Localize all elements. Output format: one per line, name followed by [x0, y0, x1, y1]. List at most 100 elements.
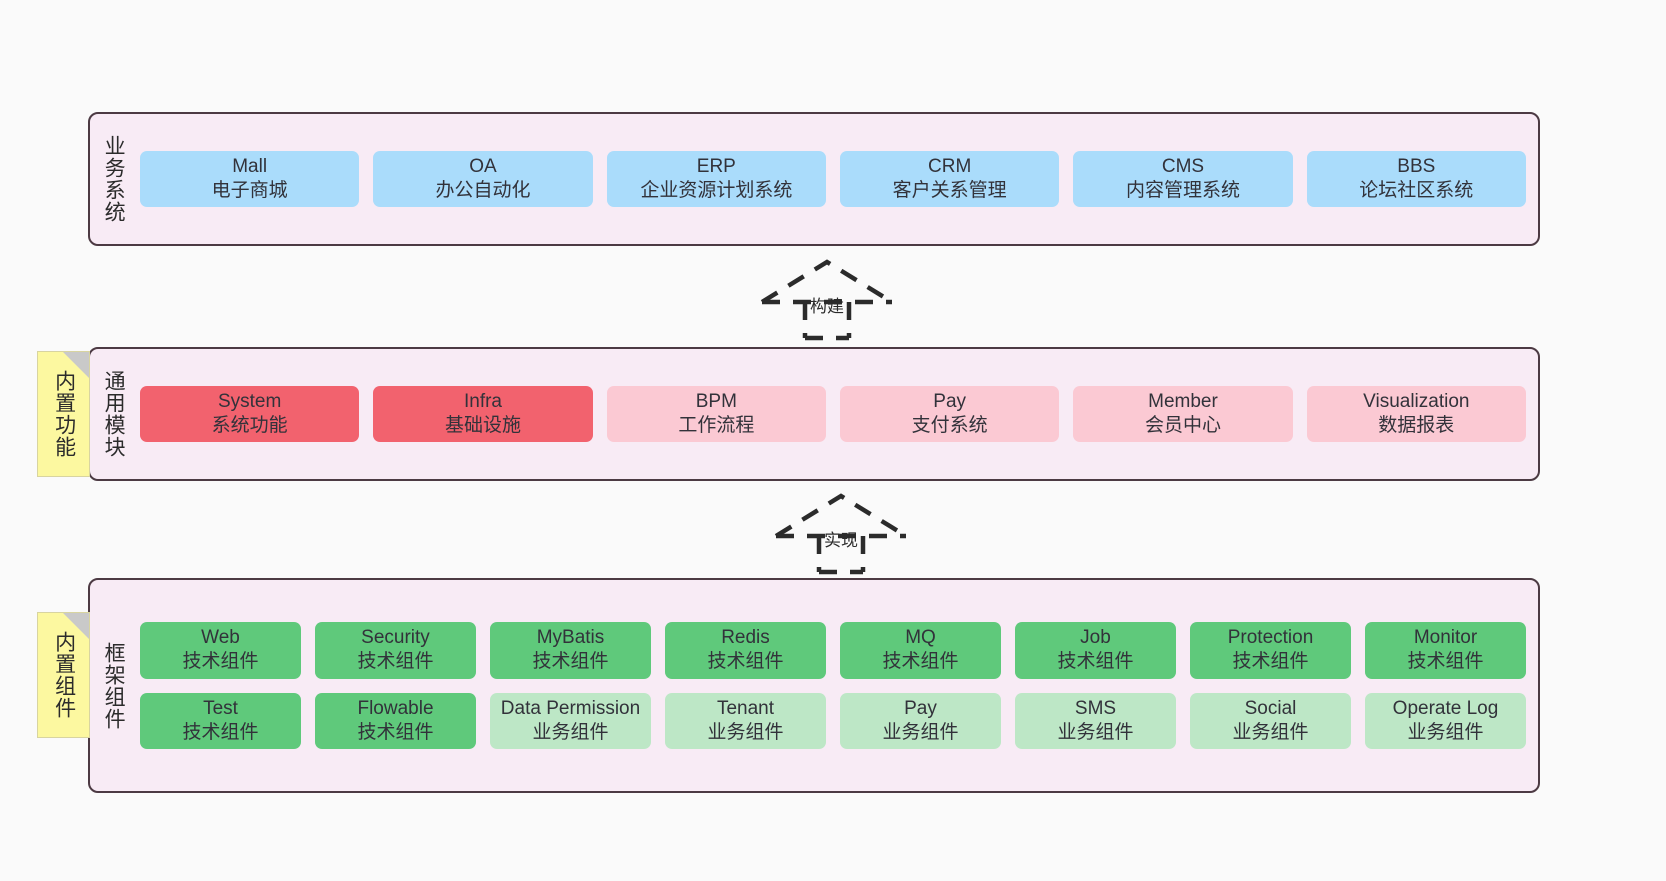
node-title: System — [217, 390, 282, 412]
node-title: Security — [361, 626, 430, 648]
row: Test 技术组件 Flowable 技术组件 Data Permission … — [140, 692, 1526, 750]
node-subtitle: 技术组件 — [707, 651, 784, 673]
node-job[interactable]: Job 技术组件 — [1015, 621, 1176, 679]
node-subtitle: 技术组件 — [357, 721, 434, 743]
node-title: Web — [201, 626, 240, 648]
connector-implement: 实现 — [772, 492, 912, 575]
node-title: Operate Log — [1392, 697, 1499, 719]
node-title: Monitor — [1413, 626, 1478, 648]
note-label: 内置功能 — [52, 370, 76, 458]
node-title: ERP — [696, 155, 736, 177]
node-protection[interactable]: Protection 技术组件 — [1190, 621, 1351, 679]
node-subtitle: 支付系统 — [911, 415, 988, 436]
node-subtitle: 工作流程 — [678, 415, 755, 436]
node-subtitle: 系统功能 — [211, 415, 288, 436]
node-subtitle: 技术组件 — [357, 651, 434, 673]
node-title: CMS — [1161, 155, 1205, 177]
node-mq[interactable]: MQ 技术组件 — [840, 621, 1001, 679]
node-visualization[interactable]: Visualization 数据报表 — [1306, 385, 1526, 443]
node-title: Pay — [933, 390, 967, 412]
node-subtitle: 技术组件 — [532, 651, 609, 673]
node-title: OA — [469, 155, 497, 177]
node-social[interactable]: Social 业务组件 — [1190, 692, 1351, 750]
node-monitor[interactable]: Monitor 技术组件 — [1365, 621, 1526, 679]
node-title: SMS — [1074, 697, 1117, 719]
node-subtitle: 会员中心 — [1144, 415, 1221, 436]
node-subtitle: 业务组件 — [707, 721, 784, 743]
node-subtitle: 技术组件 — [182, 721, 259, 743]
node-cms[interactable]: CMS 内容管理系统 — [1073, 150, 1293, 208]
node-test[interactable]: Test 技术组件 — [140, 692, 301, 750]
node-pay[interactable]: Pay 支付系统 — [839, 385, 1060, 443]
node-member[interactable]: Member 会员中心 — [1073, 385, 1293, 443]
band-body-common-modules: System 系统功能 Infra 基础设施 BPM 工作流程 Pay 支付系统… — [136, 349, 1538, 479]
node-subtitle: 技术组件 — [1057, 651, 1134, 673]
node-title: Test — [203, 697, 238, 719]
node-title: Data Permission — [500, 697, 641, 719]
node-subtitle: 技术组件 — [882, 651, 959, 673]
node-title: Protection — [1227, 626, 1314, 648]
node-title: Mall — [232, 155, 268, 177]
note-builtin-features: 内置功能 — [37, 351, 90, 477]
band-business-systems: 业务系统 Mall 电子商城 OA 办公自动化 ERP 企业资源计划系统 CRM… — [88, 112, 1540, 246]
node-subtitle: 业务组件 — [1407, 721, 1484, 743]
note-label: 内置组件 — [52, 631, 76, 719]
node-title: Tenant — [716, 697, 775, 719]
node-subtitle: 业务组件 — [882, 721, 959, 743]
node-title: CRM — [928, 155, 972, 177]
band-label-common-modules: 通用模块 — [102, 370, 126, 458]
node-erp[interactable]: ERP 企业资源计划系统 — [606, 150, 826, 208]
page-fold-icon — [63, 352, 89, 378]
connector-label-implement: 实现 — [824, 531, 858, 550]
node-title: MQ — [905, 626, 936, 648]
row: System 系统功能 Infra 基础设施 BPM 工作流程 Pay 支付系统… — [140, 385, 1526, 443]
node-redis[interactable]: Redis 技术组件 — [665, 621, 826, 679]
node-subtitle: 业务组件 — [1057, 721, 1134, 743]
node-title: Flowable — [357, 697, 434, 719]
connector-label-build: 构建 — [810, 297, 844, 316]
node-flowable[interactable]: Flowable 技术组件 — [315, 692, 476, 750]
node-subtitle: 业务组件 — [1232, 721, 1309, 743]
node-web[interactable]: Web 技术组件 — [140, 621, 301, 679]
node-bpm[interactable]: BPM 工作流程 — [606, 385, 826, 443]
node-bbs[interactable]: BBS 论坛社区系统 — [1306, 150, 1526, 208]
node-sms[interactable]: SMS 业务组件 — [1015, 692, 1176, 750]
node-title: Redis — [721, 626, 770, 648]
node-mall[interactable]: Mall 电子商城 — [140, 150, 360, 208]
band-framework-components: 框架组件 Web 技术组件 Security 技术组件 MyBatis 技术组件… — [88, 578, 1540, 793]
node-title: Job — [1080, 626, 1111, 648]
node-tenant[interactable]: Tenant 业务组件 — [665, 692, 826, 750]
node-operate-log[interactable]: Operate Log 业务组件 — [1365, 692, 1526, 750]
node-system[interactable]: System 系统功能 — [140, 385, 360, 443]
node-title: Member — [1148, 390, 1218, 412]
node-title: BBS — [1397, 155, 1436, 177]
node-title: MyBatis — [536, 626, 605, 648]
node-title: Pay — [904, 697, 937, 719]
node-title: BPM — [695, 390, 737, 412]
node-crm[interactable]: CRM 客户关系管理 — [839, 150, 1060, 208]
node-pay-biz[interactable]: Pay 业务组件 — [840, 692, 1001, 750]
connector-build: 构建 — [758, 258, 898, 341]
node-subtitle: 技术组件 — [1407, 651, 1484, 673]
band-label-framework-components: 框架组件 — [102, 641, 126, 730]
node-oa[interactable]: OA 办公自动化 — [373, 150, 593, 208]
node-subtitle: 电子商城 — [211, 180, 288, 201]
node-title: Infra — [463, 390, 502, 412]
node-subtitle: 技术组件 — [182, 651, 259, 673]
node-infra[interactable]: Infra 基础设施 — [373, 385, 593, 443]
node-security[interactable]: Security 技术组件 — [315, 621, 476, 679]
row: Web 技术组件 Security 技术组件 MyBatis 技术组件 Redi… — [140, 621, 1526, 679]
node-data-permission[interactable]: Data Permission 业务组件 — [490, 692, 651, 750]
note-builtin-components: 内置组件 — [37, 612, 90, 738]
band-body-business-systems: Mall 电子商城 OA 办公自动化 ERP 企业资源计划系统 CRM 客户关系… — [136, 114, 1538, 244]
node-title: Visualization — [1363, 390, 1470, 412]
page-fold-icon — [63, 613, 89, 639]
node-mybatis[interactable]: MyBatis 技术组件 — [490, 621, 651, 679]
node-subtitle: 基础设施 — [444, 415, 521, 436]
band-common-modules: 通用模块 System 系统功能 Infra 基础设施 BPM 工作流程 Pay… — [88, 347, 1540, 481]
node-title: Social — [1244, 697, 1297, 719]
node-subtitle: 办公自动化 — [435, 180, 531, 201]
band-body-framework-components: Web 技术组件 Security 技术组件 MyBatis 技术组件 Redi… — [136, 580, 1538, 791]
node-subtitle: 技术组件 — [1232, 651, 1309, 673]
